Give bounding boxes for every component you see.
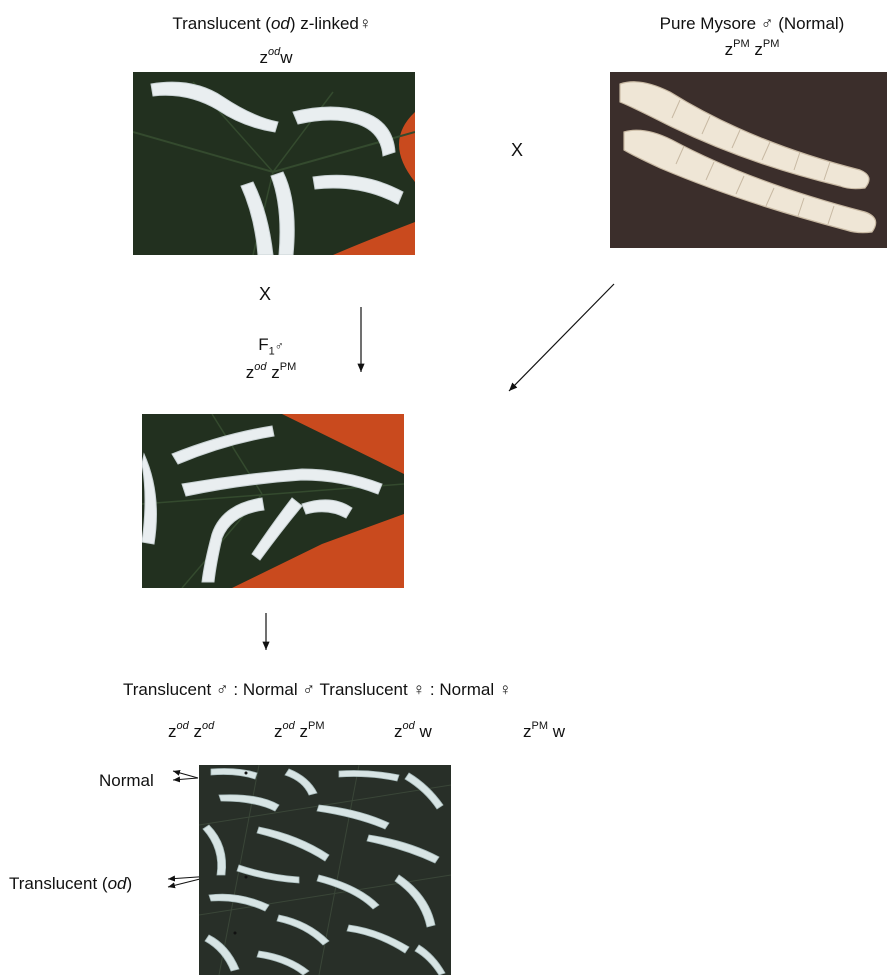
f1-genotype: zod zPM xyxy=(246,363,296,383)
f2-genotype-1: zod zod xyxy=(168,722,214,742)
f1-label: F1♂ xyxy=(258,335,284,356)
parent-female-genotype: zodw xyxy=(259,48,292,68)
arrow-normal-1 xyxy=(173,771,198,778)
f1-male-symbol-icon: ♂ xyxy=(275,339,284,353)
f2-genotype-3: zod w xyxy=(394,722,432,742)
f2-ratio-item: Translucent ♀ : xyxy=(320,680,440,699)
callout-normal: Normal xyxy=(99,771,154,791)
photo-pure-mysore-parent-image xyxy=(610,72,887,248)
female-symbol-icon: ♀ xyxy=(412,680,425,699)
f2-ratio: Translucent ♂ : Normal ♂ Translucent ♀ :… xyxy=(123,680,512,700)
parent-male-label: Pure Mysore ♂ (Normal) xyxy=(660,14,845,34)
photo-pure-mysore-parent xyxy=(610,72,887,248)
f2-genotype-4: zPM w xyxy=(523,722,565,742)
female-symbol-icon: ♀ xyxy=(499,680,512,699)
male-symbol-icon: ♂ xyxy=(302,680,315,699)
parent-male-genotype: zPM zPM xyxy=(725,40,780,60)
male-symbol-icon: ♂ xyxy=(761,14,774,33)
cross-symbol-top: X xyxy=(511,140,523,160)
callout-translucent: Translucent (od) xyxy=(9,874,132,894)
photo-f2 xyxy=(199,765,451,975)
photo-f1 xyxy=(142,414,404,588)
f2-ratio-item: Normal ♂ xyxy=(243,680,320,699)
arrow-normal-2 xyxy=(173,778,198,780)
photo-f1-image xyxy=(142,414,404,588)
f2-genotype-2: zod zPM xyxy=(274,722,324,742)
photo-translucent-parent-image xyxy=(133,72,415,255)
arrow-male-to-f1 xyxy=(509,284,614,391)
f2-ratio-item: Normal ♀ xyxy=(439,680,511,699)
photo-translucent-parent xyxy=(133,72,415,255)
cross-symbol-mid: X xyxy=(259,284,271,304)
male-symbol-icon: ♂ xyxy=(216,680,229,699)
photo-f2-image xyxy=(199,765,451,975)
parent-female-label: Translucent (od) z-linked♀ xyxy=(172,14,371,34)
female-symbol-icon: ♀ xyxy=(359,14,372,33)
f2-ratio-item: Translucent ♂ : xyxy=(123,680,243,699)
